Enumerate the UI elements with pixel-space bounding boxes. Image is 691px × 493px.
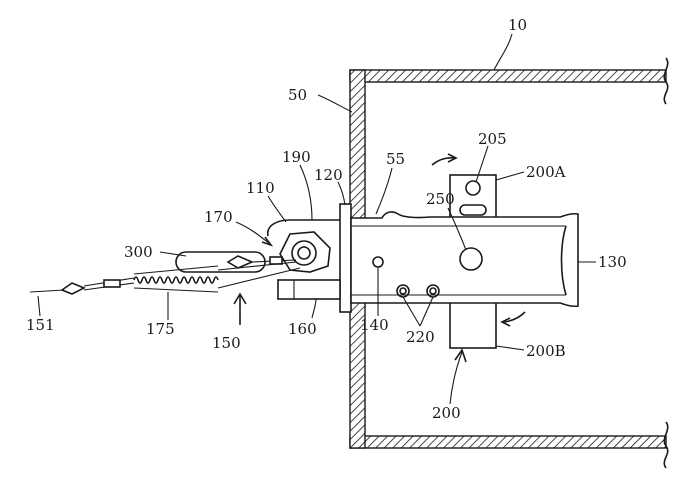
nut-center bbox=[297, 246, 311, 260]
label-120: 120 bbox=[314, 166, 343, 184]
label-130: 130 bbox=[598, 253, 627, 271]
leader-200B bbox=[495, 345, 525, 351]
leader-250 bbox=[447, 207, 467, 251]
bulb-link bbox=[269, 256, 283, 265]
plate-200B bbox=[449, 295, 497, 349]
leader-170 bbox=[235, 221, 271, 245]
plate-200A bbox=[449, 174, 497, 222]
leader-200-head bbox=[454, 348, 467, 363]
cover-110 bbox=[266, 219, 340, 237]
tube-end bbox=[560, 225, 567, 296]
label-170: 170 bbox=[204, 208, 233, 226]
cable-assembly-150 bbox=[29, 261, 301, 325]
top-wall bbox=[349, 69, 667, 83]
label-160: 160 bbox=[288, 320, 317, 338]
reference-labels: 10 50 55 110 120 130 140 150 151 160 170… bbox=[26, 16, 627, 422]
leader-190 bbox=[299, 164, 313, 221]
label-50: 50 bbox=[288, 86, 307, 104]
spring-outline-top bbox=[133, 265, 219, 275]
rivet-220-a-inner bbox=[399, 287, 407, 295]
leader-200 bbox=[449, 351, 463, 405]
leader-300 bbox=[159, 251, 187, 257]
label-220: 220 bbox=[406, 328, 435, 346]
label-10: 10 bbox=[508, 16, 527, 34]
leader-220-b bbox=[419, 296, 434, 327]
hole-250 bbox=[459, 247, 483, 271]
label-175: 175 bbox=[146, 320, 175, 338]
nut-circle bbox=[291, 240, 317, 266]
cable-tip-151 bbox=[29, 289, 65, 293]
label-205: 205 bbox=[478, 130, 507, 148]
label-151: 151 bbox=[26, 316, 55, 334]
bulb-300 bbox=[175, 251, 297, 273]
leader-120 bbox=[337, 181, 346, 206]
nut-hex bbox=[279, 231, 331, 273]
leader-170-head bbox=[261, 236, 274, 247]
label-150: 150 bbox=[212, 334, 241, 352]
hole-205 bbox=[465, 180, 481, 196]
spring-outline-bottom bbox=[133, 287, 219, 293]
cable-arrow-150-head bbox=[233, 292, 247, 305]
label-200: 200 bbox=[432, 404, 461, 422]
cable-clip bbox=[60, 282, 86, 295]
label-55: 55 bbox=[386, 150, 405, 168]
leader-205 bbox=[475, 145, 489, 183]
tube-body bbox=[350, 211, 579, 308]
leader-110 bbox=[267, 195, 287, 223]
flange-120 bbox=[339, 203, 352, 313]
leader-lines bbox=[37, 33, 596, 405]
cable-ferrule bbox=[103, 279, 121, 288]
label-200B: 200B bbox=[526, 342, 566, 360]
cable-to-nut-b bbox=[217, 267, 301, 289]
leader-160 bbox=[311, 298, 317, 319]
bracket-160 bbox=[277, 279, 341, 300]
rotation-arrows bbox=[431, 153, 526, 327]
label-250: 250 bbox=[426, 190, 455, 208]
arrow-down-left bbox=[503, 311, 526, 323]
arrow-up-right bbox=[431, 157, 455, 166]
spring-175 bbox=[133, 276, 219, 284]
leader-151 bbox=[37, 295, 41, 317]
label-110: 110 bbox=[246, 179, 275, 197]
arrow-up-right-head bbox=[447, 153, 458, 163]
arrow-down-left-head bbox=[500, 317, 511, 327]
pivot-nut bbox=[279, 231, 331, 273]
plate-200A-body bbox=[449, 174, 497, 222]
hole-140 bbox=[372, 256, 384, 268]
leader-220-a bbox=[402, 296, 421, 327]
label-190: 190 bbox=[282, 148, 311, 166]
label-300: 300 bbox=[124, 243, 153, 261]
bottom-wall bbox=[349, 435, 667, 449]
label-140: 140 bbox=[360, 316, 389, 334]
rivet-220-b-inner bbox=[429, 287, 437, 295]
leader-50 bbox=[317, 94, 353, 113]
tube-130 bbox=[350, 211, 579, 308]
leader-200A bbox=[495, 171, 525, 181]
slot-200A bbox=[459, 204, 487, 216]
label-200A: 200A bbox=[526, 163, 566, 181]
break-line-top bbox=[663, 57, 669, 105]
cable-to-nut-a bbox=[217, 261, 297, 271]
leader-55 bbox=[375, 167, 393, 215]
bracket-plate bbox=[277, 279, 341, 300]
leader-10 bbox=[493, 33, 513, 71]
break-line-bottom bbox=[663, 421, 669, 469]
